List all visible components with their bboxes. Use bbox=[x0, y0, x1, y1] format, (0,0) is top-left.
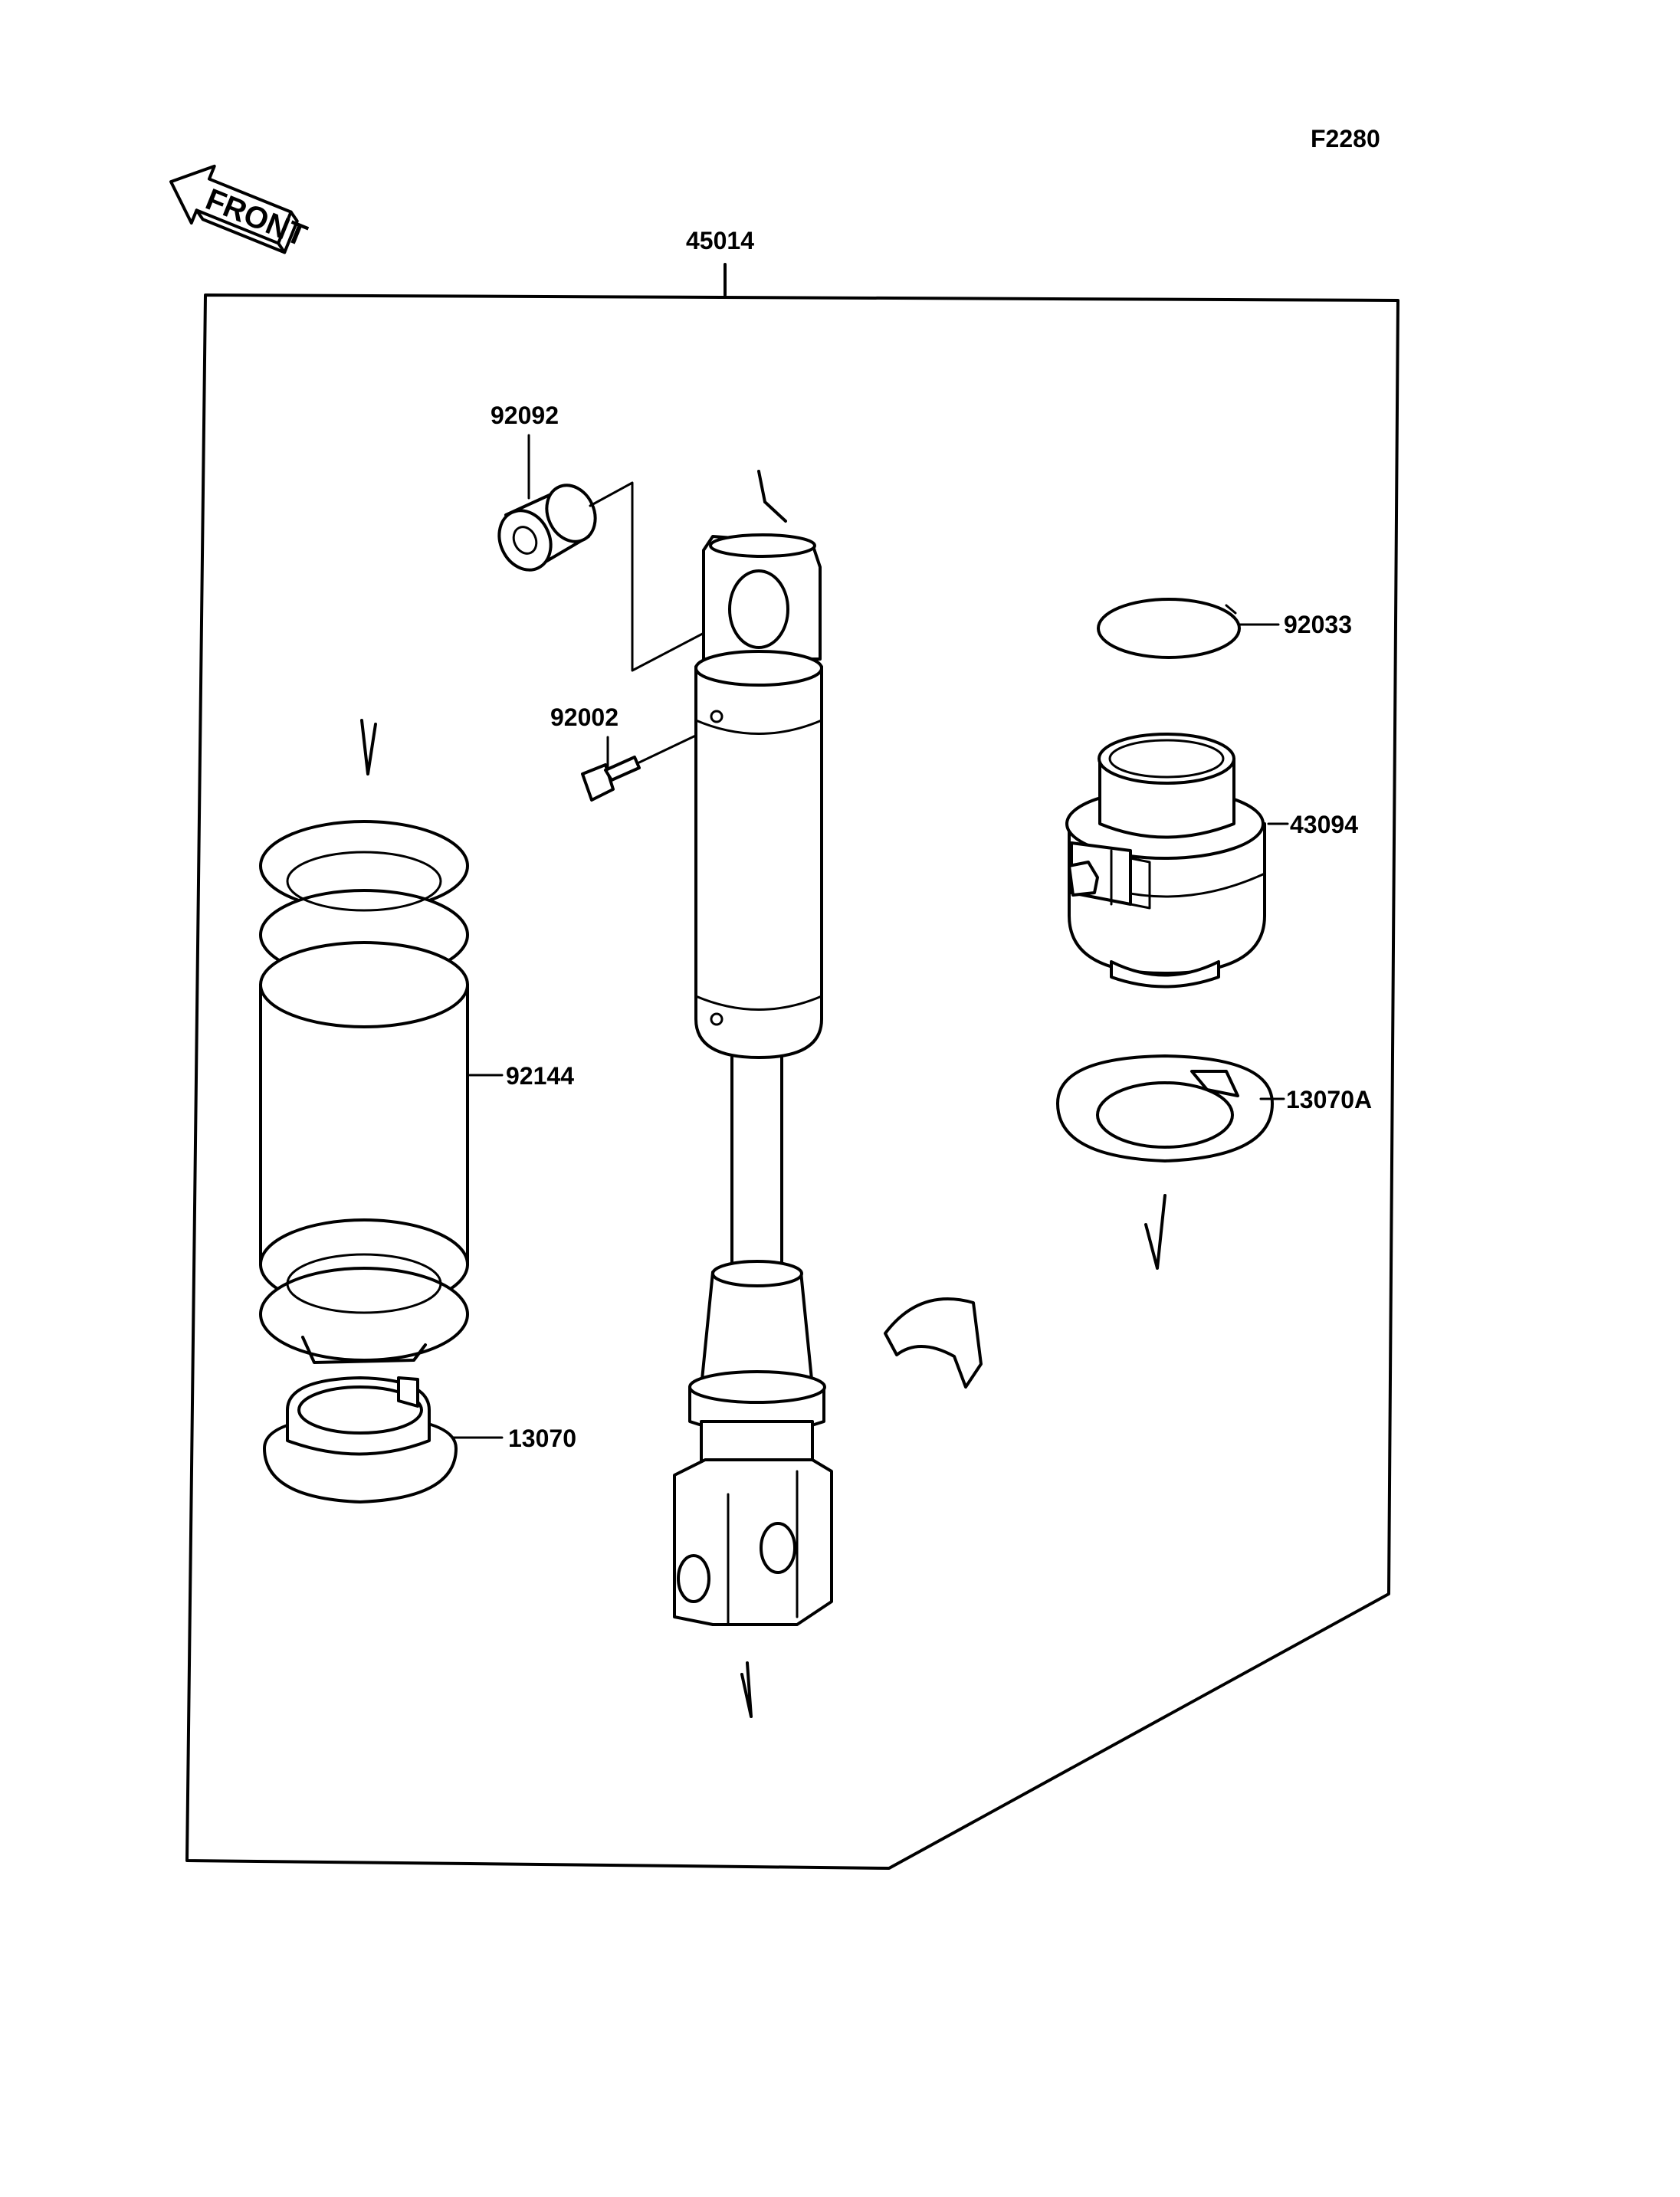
circlip-part bbox=[1097, 598, 1241, 659]
label-43094: 43094 bbox=[1290, 811, 1358, 838]
label-92033: 92033 bbox=[1284, 611, 1352, 638]
bushing-pointer-line bbox=[589, 481, 714, 672]
lower-seat-part bbox=[263, 1376, 458, 1503]
shock-absorber-body bbox=[673, 470, 833, 1718]
front-arrow-icon: FRONT bbox=[169, 164, 311, 254]
label-13070A: 13070A bbox=[1286, 1086, 1372, 1113]
label-92092: 92092 bbox=[491, 402, 559, 429]
label-92002: 92002 bbox=[550, 703, 619, 731]
spring-clip-part bbox=[884, 1297, 983, 1389]
adjuster-part bbox=[1065, 733, 1266, 989]
assembly-outline bbox=[185, 293, 1399, 1870]
spring-part bbox=[259, 719, 469, 1364]
label-13070: 13070 bbox=[508, 1425, 576, 1452]
label-92144: 92144 bbox=[506, 1062, 574, 1090]
figure-id: F2280 bbox=[1311, 125, 1380, 152]
upper-seat-part bbox=[1056, 1054, 1274, 1162]
label-45014: 45014 bbox=[686, 227, 754, 254]
bolt-part bbox=[581, 756, 641, 802]
bushing-part bbox=[497, 484, 597, 572]
